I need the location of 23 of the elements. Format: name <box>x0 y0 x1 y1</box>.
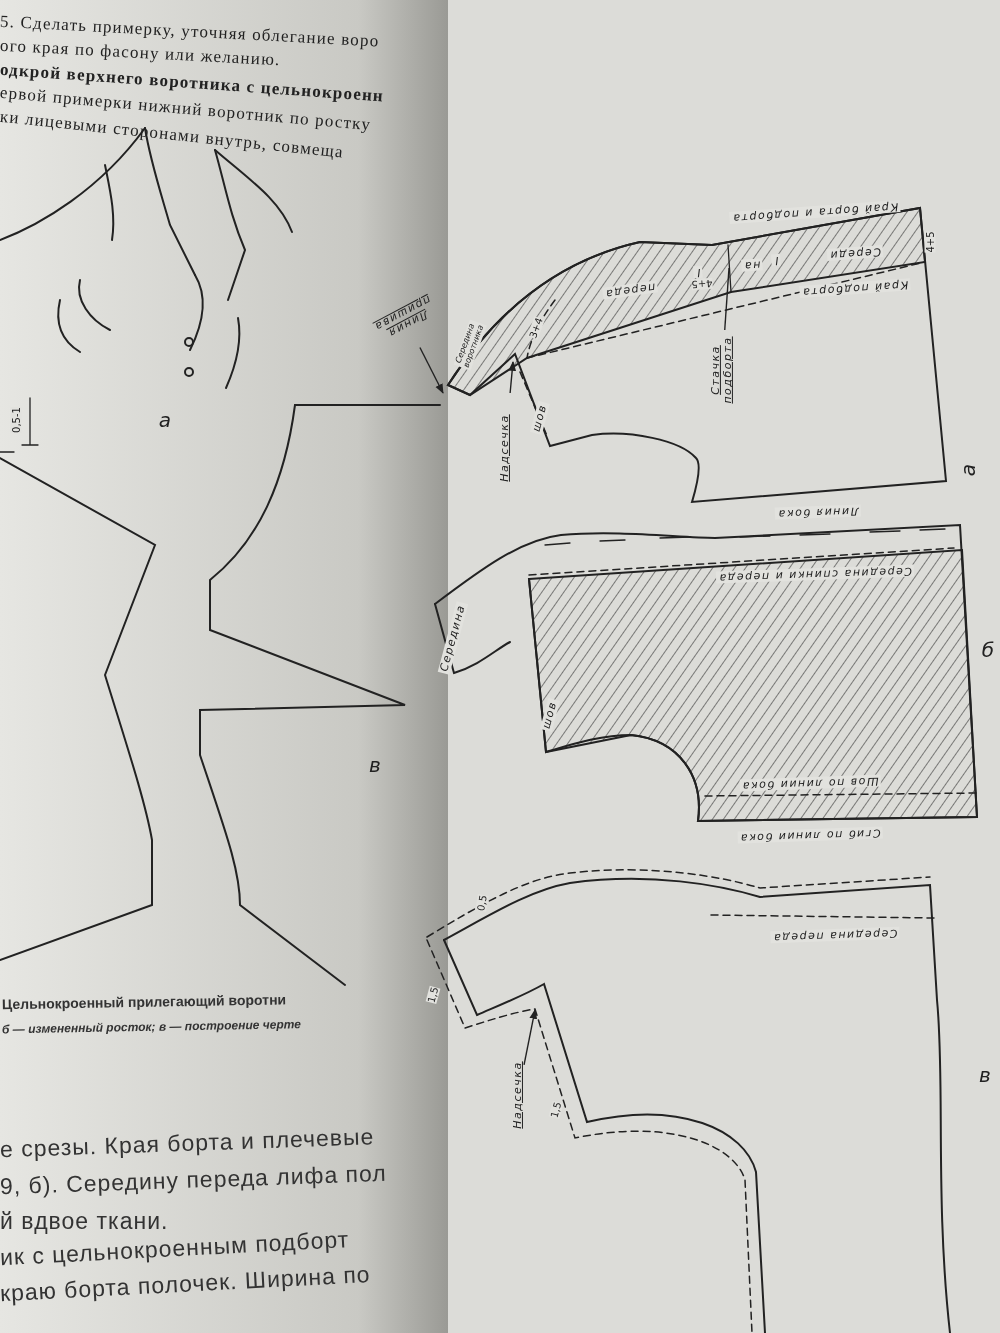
leader-line <box>508 361 517 394</box>
leader-line <box>523 1009 538 1066</box>
dimension-label: 0,5-1 <box>10 407 22 433</box>
figure-letter: б <box>981 639 995 661</box>
pattern-label: I <box>771 253 781 267</box>
figure-letter: а <box>957 463 979 477</box>
figure-letter: в <box>369 754 381 776</box>
dimension-label: 4+5 <box>924 231 936 253</box>
pattern-label: I <box>693 265 703 279</box>
text-line: е срезы. Края борта и плечевые <box>0 1124 375 1163</box>
leader-label: Надсечка <box>511 1040 525 1150</box>
pattern-label: на <box>741 258 763 272</box>
figure-letter: в <box>979 1064 991 1086</box>
figure-caption: Цельнокроенный прилегающий воротни <box>1 992 287 1013</box>
leader-line <box>724 267 730 331</box>
text-line: 9, б). Середину переда лифа пол <box>0 1160 388 1200</box>
figure-letter: а <box>158 409 172 431</box>
text-line: й вдвое ткани. <box>0 1209 169 1235</box>
leader-line <box>419 346 444 394</box>
leader-label: Стачка подборта <box>709 330 735 410</box>
figure-caption: б — измененный росток; в — построение черте <box>1 1018 301 1037</box>
dimension-label: 4+5 <box>691 277 713 291</box>
leader-label: Надсечка <box>498 393 512 503</box>
